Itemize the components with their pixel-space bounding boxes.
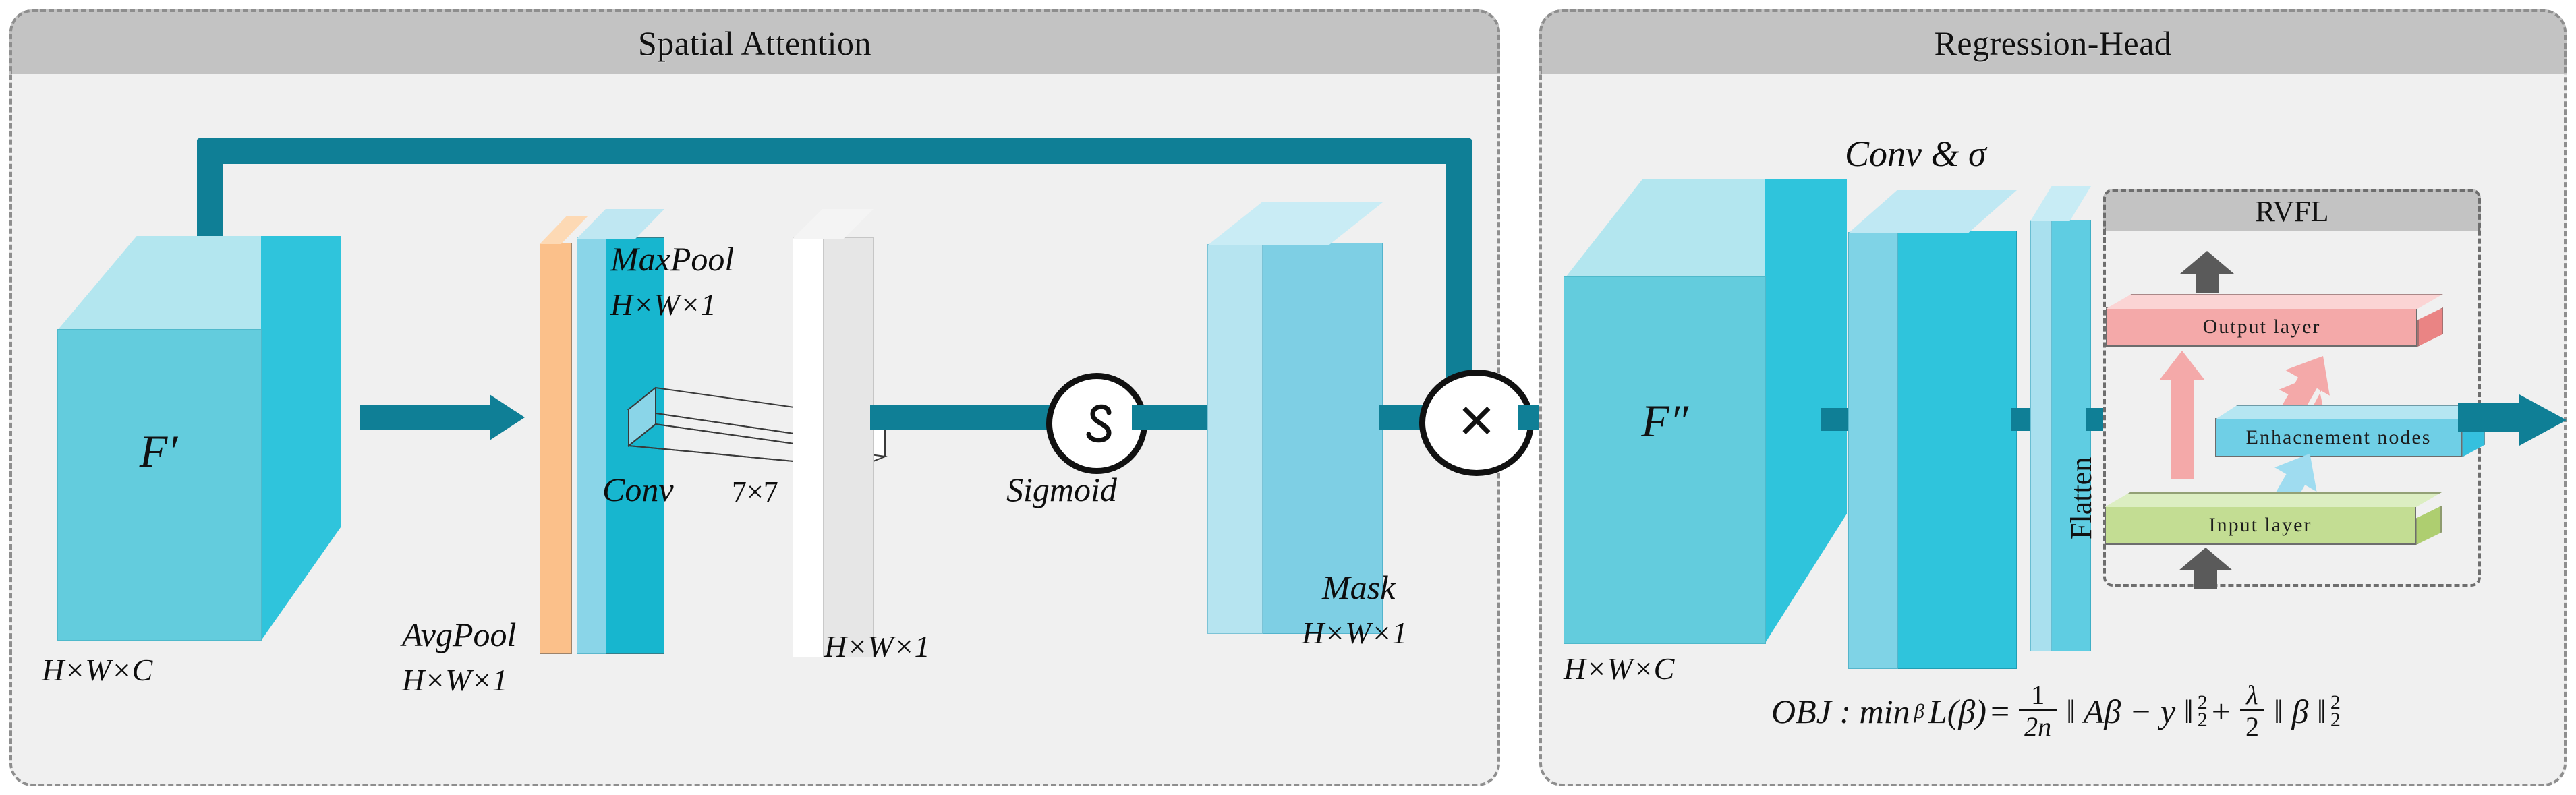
connector-sigmoid-to-mask xyxy=(1132,405,1220,430)
rvfl-input-layer-front: Input layer xyxy=(2105,506,2416,545)
skip-connection-top-rail xyxy=(197,138,1472,164)
arrow-input-head xyxy=(490,394,525,440)
label-conv-kernel: Conv xyxy=(602,471,674,508)
slab-conv-sigma-front xyxy=(1897,231,2017,669)
formula-fraction-two-denominator: 2 xyxy=(2239,709,2264,741)
formula-lhs-fn: L(β) xyxy=(1928,692,1986,730)
arrow-input-shaft xyxy=(360,405,498,430)
rvfl-bottom-input-arrow xyxy=(2179,548,2233,589)
rvfl-bottom-arrow-head xyxy=(2179,548,2233,570)
cube-f-double-prime-label: F″ xyxy=(1641,395,1688,446)
panel-spatial-attention-title: Spatial Attention xyxy=(638,24,871,62)
slab-mask xyxy=(1207,202,1383,634)
rvfl-output-layer-label: Output layer xyxy=(2202,316,2321,338)
arrow-input-to-output-head xyxy=(2159,351,2205,380)
formula-equals: = xyxy=(1990,692,2010,730)
formula-fraction-one: 1 2n xyxy=(2019,681,2057,741)
label-avgpool: AvgPool xyxy=(402,616,517,653)
slab-conv-output xyxy=(793,209,874,657)
panel-regression-head-title: Regression-Head xyxy=(1934,24,2172,62)
panel-regression-head-header: Regression-Head xyxy=(1539,9,2567,74)
rvfl-output-layer-front: Output layer xyxy=(2106,307,2417,347)
arrow-output-head xyxy=(2519,394,2567,446)
label-sigmoid: Sigmoid xyxy=(1006,471,1117,508)
rvfl-input-layer: Input layer xyxy=(2105,492,2442,545)
slab-avgpool-front xyxy=(540,243,572,654)
slab-mask-top xyxy=(1207,202,1383,245)
rvfl-input-layer-top xyxy=(2105,492,2442,507)
cube-f-double-prime-dims: H×W×C xyxy=(1564,651,1675,686)
cube-f-prime-label: F′ xyxy=(139,425,178,477)
rvfl-enhancement-nodes-label: Enhacnement nodes xyxy=(2245,426,2432,448)
slab-conv-sigma xyxy=(1848,190,2017,669)
multiply-icon: ✕ xyxy=(1456,396,1497,448)
rvfl-input-layer-side xyxy=(2416,506,2442,545)
slab-conv-output-front xyxy=(822,237,874,657)
rvfl-header: RVFL xyxy=(2103,189,2481,231)
formula-term-two: ‖ β ‖ xyxy=(2273,692,2326,730)
formula-lhs: OBJ : min xyxy=(1771,692,1910,730)
rvfl-bottom-arrow-shaft xyxy=(2194,569,2217,589)
formula-lhs-sub: β xyxy=(1914,699,1924,723)
label-maxpool-dims: H×W×1 xyxy=(610,287,716,322)
rvfl-output-layer-side xyxy=(2417,307,2443,347)
rvfl-enhancement-nodes-top xyxy=(2215,405,2485,419)
formula-term-one-sup: 2 xyxy=(2197,691,2208,713)
rvfl-enhancement-nodes-front: Enhacnement nodes xyxy=(2215,418,2462,457)
slab-conv-sigma-side xyxy=(1848,232,1898,669)
formula-fraction-two: λ 2 xyxy=(2239,680,2264,741)
rvfl-input-layer-label: Input layer xyxy=(2208,514,2312,536)
label-maxpool: MaxPool xyxy=(610,240,735,278)
formula-fraction-two-numerator: λ xyxy=(2246,680,2258,710)
cube-f-prime: F′ xyxy=(57,236,341,641)
skip-connection-right-riser xyxy=(1446,138,1472,408)
label-flatten: Flatten xyxy=(2065,457,2098,539)
slab-conv-output-side xyxy=(793,237,824,657)
rvfl-output-layer: Output layer xyxy=(2106,294,2443,347)
rvfl-title: RVFL xyxy=(2255,194,2329,228)
rvfl-output-layer-top xyxy=(2106,294,2443,309)
cube-f-double-prime-front-face xyxy=(1564,276,1766,644)
slab-conv-output-top xyxy=(793,209,874,239)
arrow-output-shaft xyxy=(2458,403,2525,432)
slab-flatten xyxy=(2030,186,2091,651)
slab-conv-sigma-top xyxy=(1848,190,2017,233)
formula-term-one-sub: 2 xyxy=(2197,708,2208,731)
label-conv-kernel-size: 7×7 xyxy=(732,475,778,508)
arrow-input-to-output-shaft xyxy=(2171,371,2194,479)
formula-term-two-sub: 2 xyxy=(2330,708,2341,731)
label-conv-sigma: Conv & σ xyxy=(1845,134,1986,174)
slab-flatten-top xyxy=(2030,186,2091,221)
slab-flatten-side xyxy=(2030,220,2052,651)
panel-spatial-attention-header: Spatial Attention xyxy=(9,9,1500,74)
rvfl-enhancement-nodes: Enhacnement nodes xyxy=(2215,405,2485,457)
label-mask-dims: H×W×1 xyxy=(1302,616,1408,650)
cube-f-prime-front-face xyxy=(57,329,262,641)
formula-fraction-one-denominator: 2n xyxy=(2019,709,2057,741)
formula-term-one: ‖ Aβ − y ‖ xyxy=(2066,692,2194,730)
multiply-node: ✕ xyxy=(1419,370,1534,476)
label-mask: Mask xyxy=(1322,568,1396,606)
rvfl-top-output-arrow xyxy=(2180,251,2234,293)
label-conv-output-dims: H×W×1 xyxy=(824,629,930,664)
rvfl-top-arrow-head xyxy=(2180,251,2234,274)
slab-maxpool-top xyxy=(577,209,664,239)
formula-term-two-sup: 2 xyxy=(2330,691,2341,713)
arrow-input-to-output xyxy=(2158,351,2206,479)
slab-mask-side xyxy=(1207,244,1263,634)
formula-fraction-one-numerator: 1 xyxy=(2031,680,2045,710)
slab-maxpool-side xyxy=(577,237,606,654)
label-avgpool-dims: H×W×1 xyxy=(402,663,508,697)
cube-f-prime-dims: H×W×C xyxy=(42,653,153,687)
formula-plus: + xyxy=(2211,692,2231,730)
cube-f-double-prime: F″ xyxy=(1564,179,1847,644)
rvfl-top-arrow-shaft xyxy=(2196,272,2219,293)
slab-flatten-front xyxy=(2051,220,2091,651)
sigmoid-curve-icon xyxy=(1086,404,1112,443)
slab-mask-front xyxy=(1261,243,1383,634)
